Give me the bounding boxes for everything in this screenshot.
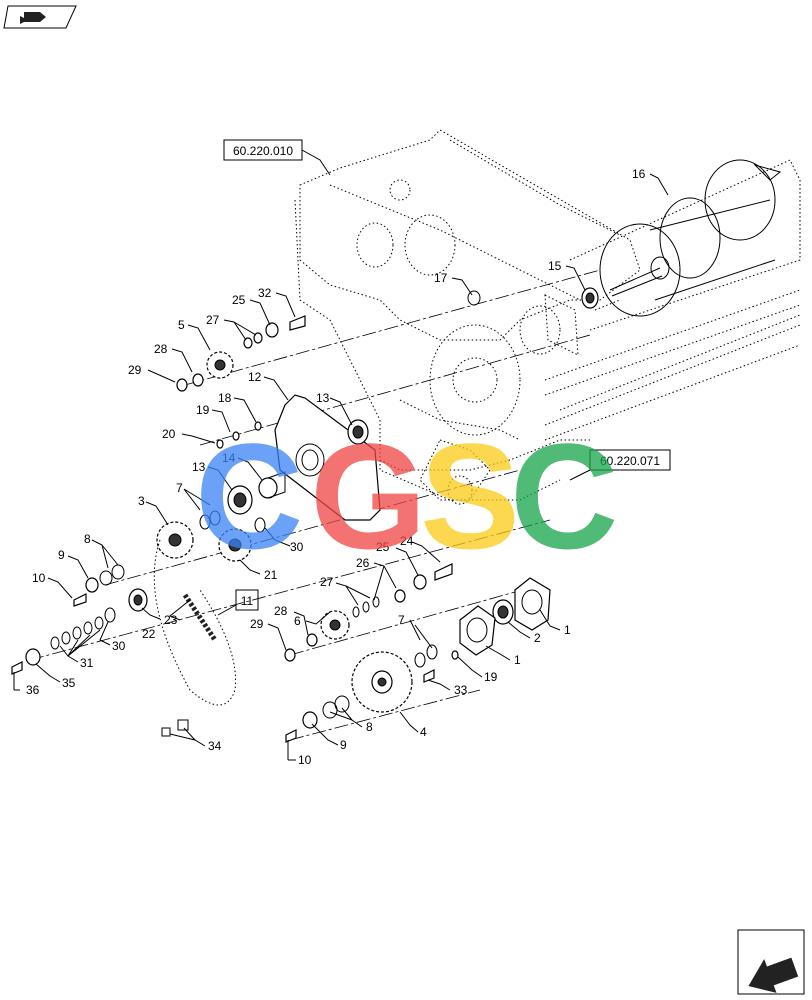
ref-frame-label: 60.220.010 (233, 144, 293, 158)
part-label: 33 (454, 683, 468, 697)
part-label: 36 (26, 683, 40, 697)
part-label: 1 (514, 653, 521, 667)
bearing-2 (492, 599, 514, 625)
sprocket-3 (156, 521, 194, 559)
auger-flighting (599, 159, 782, 317)
part-label: 34 (208, 739, 222, 753)
part-label: 32 (258, 286, 272, 300)
part-label: 6 (294, 614, 301, 628)
watermark-letter: G (310, 412, 427, 580)
leader-lines (13, 173, 669, 761)
watermark-letter: C (195, 412, 303, 580)
ref-box-chain[interactable]: 11 (217, 589, 259, 616)
sprocket-6 (320, 610, 350, 640)
watermark-letter: C (510, 412, 618, 580)
hardware (11, 287, 599, 743)
bearing-13-upper (347, 419, 369, 445)
ref-gearbox-label: 60.220.071 (600, 454, 660, 468)
auger-assembly (544, 159, 801, 441)
part-label: 25 (232, 293, 246, 307)
part-label: 30 (112, 639, 126, 653)
drive-chain (153, 539, 237, 706)
part-label: 10 (32, 571, 46, 585)
part-label: 27 (206, 313, 220, 327)
part-label: 22 (142, 627, 156, 641)
bearing-13-lower (227, 485, 253, 515)
part-label: 28 (274, 604, 288, 618)
part-label: 31 (80, 656, 94, 670)
part-label: 29 (128, 363, 142, 377)
part-label: 14 (222, 451, 236, 465)
ref-box-gearbox[interactable]: 60.220.071 (569, 449, 671, 481)
sprocket-5 (206, 351, 234, 379)
part-label: 20 (162, 427, 176, 441)
sprocket-4 (351, 651, 413, 713)
part-label: 15 (548, 259, 562, 273)
part-label: 13 (192, 460, 206, 474)
ref-box-frame[interactable]: 60.220.010 (223, 139, 331, 176)
watermark-letter: S (420, 412, 520, 580)
part-label: 1 (564, 623, 571, 637)
mounting-plate (274, 394, 381, 521)
next-page-arrow-icon[interactable] (737, 929, 805, 1000)
sprocket-21 (218, 528, 252, 562)
part-label: 19 (196, 403, 210, 417)
chain-links-34 (161, 719, 189, 737)
bushing-14 (258, 471, 286, 499)
part-label: 25 (376, 540, 390, 554)
bearing-housing-1-right (514, 577, 551, 631)
part-label: 5 (178, 318, 185, 332)
part-label: 12 (248, 370, 262, 384)
part-label: 17 (434, 271, 448, 285)
part-label: 28 (154, 342, 168, 356)
part-label: 23 (164, 613, 178, 627)
part-label: 24 (400, 534, 414, 548)
part-label: 21 (264, 568, 278, 582)
part-label: 30 (290, 540, 304, 554)
part-label: 16 (632, 167, 646, 181)
part-label: 13 (316, 391, 330, 405)
frame-housing (294, 129, 641, 505)
part-label: 2 (534, 631, 541, 645)
part-label: 3 (138, 494, 145, 508)
part-label: 19 (484, 670, 498, 684)
part-labels: 16 15 17 32 25 27 5 28 29 12 18 13 19 20… (26, 167, 646, 767)
part-label: 9 (58, 548, 65, 562)
part-label: 10 (298, 753, 312, 767)
bearing-housing-1-left (459, 605, 496, 656)
part-label: 27 (320, 575, 334, 589)
ref-chain-label: 11 (241, 594, 254, 608)
watermark: C G S C (195, 412, 618, 580)
part-label: 18 (218, 391, 232, 405)
part-label: 8 (84, 532, 91, 546)
part-label: 26 (356, 556, 370, 570)
part-label: 4 (420, 725, 427, 739)
part-label: 7 (398, 613, 405, 627)
book-arrow-icon[interactable] (3, 5, 77, 29)
part-label: 8 (366, 720, 373, 734)
idler-22 (128, 588, 148, 612)
part-label: 7 (176, 481, 183, 495)
part-label: 9 (340, 738, 347, 752)
assembly-axes (29, 269, 601, 741)
part-label: 29 (250, 617, 264, 631)
part-label: 35 (62, 676, 76, 690)
